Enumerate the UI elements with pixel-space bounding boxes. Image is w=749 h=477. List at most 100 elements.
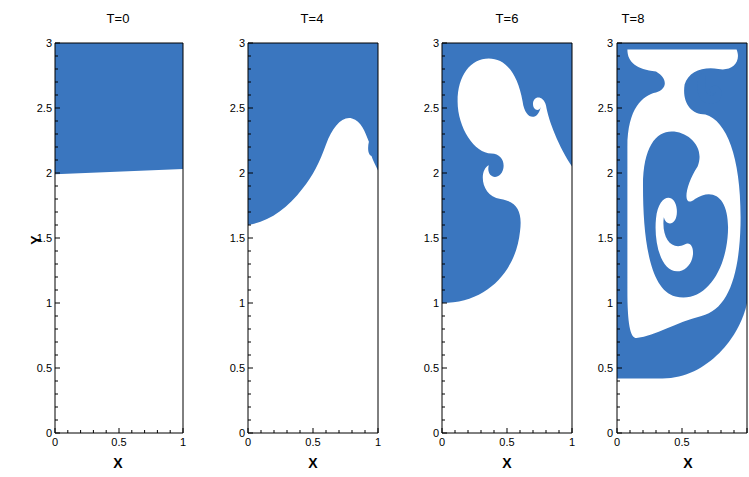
tick-mark <box>455 430 456 433</box>
y-tick-label: 3 <box>239 38 245 49</box>
tick-mark <box>617 147 620 148</box>
y-tick-label: 3 <box>46 38 52 49</box>
tick-mark <box>617 199 620 200</box>
y-tick-label: 1.5 <box>230 233 245 244</box>
tick-mark <box>559 430 560 433</box>
panel-title: T=8 <box>622 12 645 25</box>
tick-mark <box>442 342 445 343</box>
tick-mark <box>248 368 253 369</box>
y-tick-label: 0 <box>239 428 245 439</box>
tick-mark <box>106 430 107 433</box>
y-tick-label: 2 <box>607 168 613 179</box>
tick-mark <box>442 329 445 330</box>
tick-mark <box>442 69 445 70</box>
tick-mark <box>617 277 620 278</box>
tick-mark <box>669 430 670 433</box>
tick-mark <box>55 56 58 57</box>
tick-mark <box>55 121 58 122</box>
tick-mark <box>617 225 620 226</box>
tick-mark <box>442 316 445 317</box>
tick-mark <box>248 134 251 135</box>
tick-mark <box>248 277 251 278</box>
tick-mark <box>695 430 696 433</box>
tick-mark <box>248 381 251 382</box>
tick-mark <box>55 147 58 148</box>
tick-mark <box>248 251 251 252</box>
tick-mark <box>248 290 251 291</box>
y-tick-label: 2 <box>239 168 245 179</box>
panel-t8 <box>617 43 747 433</box>
x-tick-label: 1 <box>180 437 186 448</box>
tick-mark <box>442 368 447 369</box>
tick-mark <box>630 430 631 433</box>
tick-mark <box>248 428 249 433</box>
y-tick-label: 2.5 <box>230 103 245 114</box>
tick-mark <box>287 430 288 433</box>
tick-mark <box>248 212 251 213</box>
tick-mark <box>617 290 620 291</box>
tick-mark <box>617 407 620 408</box>
y-tick-label: 1 <box>46 298 52 309</box>
x-tick-label: 1 <box>375 437 381 448</box>
tick-mark <box>617 186 620 187</box>
tick-mark <box>55 186 58 187</box>
x-tick-label: 0.5 <box>305 437 320 448</box>
tick-mark <box>93 430 94 433</box>
tick-mark <box>378 428 379 433</box>
x-tick-label: 0 <box>52 437 58 448</box>
y-tick-label: 1 <box>239 298 245 309</box>
x-axis-label: X <box>683 456 692 470</box>
tick-mark <box>533 430 534 433</box>
tick-mark <box>442 428 443 433</box>
y-tick-label: 2.5 <box>598 103 613 114</box>
tick-mark <box>442 186 445 187</box>
y-tick-label: 1.5 <box>424 233 439 244</box>
tick-mark <box>248 407 251 408</box>
tick-mark <box>442 160 445 161</box>
tick-mark <box>55 277 58 278</box>
tick-mark <box>55 43 60 44</box>
tick-mark <box>248 420 251 421</box>
tick-mark <box>442 355 445 356</box>
tick-mark <box>442 238 447 239</box>
tick-mark <box>248 316 251 317</box>
tick-mark <box>442 420 445 421</box>
y-tick-label: 0.5 <box>598 363 613 374</box>
tick-mark <box>617 368 622 369</box>
tick-mark <box>481 430 482 433</box>
tick-mark <box>494 430 495 433</box>
tick-mark <box>55 173 60 174</box>
panel-title: T=6 <box>496 12 519 25</box>
tick-mark <box>300 430 301 433</box>
tick-mark <box>442 433 447 434</box>
tick-mark <box>617 394 620 395</box>
tick-mark <box>67 430 68 433</box>
tick-mark <box>572 428 573 433</box>
tick-mark <box>734 430 735 433</box>
y-tick-label: 2.5 <box>424 103 439 114</box>
tick-mark <box>55 108 60 109</box>
tick-mark <box>274 430 275 433</box>
x-tick-label: 0.5 <box>674 437 689 448</box>
tick-mark <box>442 381 445 382</box>
tick-mark <box>617 428 618 433</box>
y-tick-label: 3 <box>433 38 439 49</box>
tick-mark <box>339 430 340 433</box>
tick-mark <box>55 316 58 317</box>
tick-mark <box>55 290 58 291</box>
tick-mark <box>248 43 253 44</box>
panel-t4 <box>248 43 378 433</box>
tick-mark <box>248 108 253 109</box>
panel-title: T=4 <box>301 12 324 25</box>
tick-mark <box>682 428 683 433</box>
tick-mark <box>55 381 58 382</box>
tick-mark <box>261 430 262 433</box>
tick-mark <box>617 134 620 135</box>
tick-mark <box>326 430 327 433</box>
tick-mark <box>313 428 314 433</box>
tick-mark <box>442 95 445 96</box>
tick-mark <box>248 394 251 395</box>
tick-mark <box>55 342 58 343</box>
tick-mark <box>442 121 445 122</box>
